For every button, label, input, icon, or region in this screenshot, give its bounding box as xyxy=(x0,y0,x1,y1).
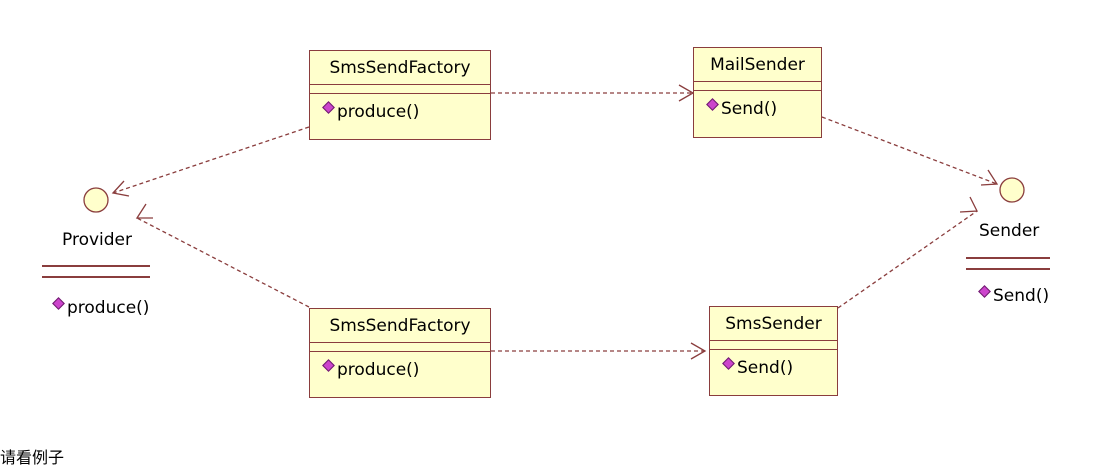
operation-label: Send() xyxy=(721,99,778,119)
provider-interface-circle xyxy=(83,187,109,213)
class-name: SmsSendFactory xyxy=(310,51,490,85)
arrowhead-provider-top xyxy=(111,180,130,197)
sender-operation: Send() xyxy=(978,285,1050,306)
sender-interface-circle xyxy=(999,177,1025,203)
attribute-compartment xyxy=(710,341,837,350)
arrowhead-provider-bottom xyxy=(135,203,153,219)
sender-interface-name[interactable]: Sender xyxy=(979,221,1040,241)
arrowhead-sender-top xyxy=(980,169,999,186)
provider-operation: produce() xyxy=(52,297,150,318)
operation-icon xyxy=(706,98,719,111)
attribute-compartment xyxy=(310,343,490,352)
operation-label: produce() xyxy=(67,298,150,318)
provider-interface-name[interactable]: Provider xyxy=(62,230,132,250)
sender-divider-top xyxy=(966,257,1050,259)
class-name: MailSender xyxy=(694,48,821,82)
arrowhead-smssender xyxy=(690,342,707,360)
realization-smssender-to-sender xyxy=(837,210,978,309)
class-box-sms-factory[interactable]: SmsSendFactory produce() xyxy=(309,308,491,398)
class-name: SmsSender xyxy=(710,307,837,341)
realization-mailfactory-to-provider xyxy=(112,126,310,194)
realization-mailsender-to-sender xyxy=(821,116,998,185)
provider-divider-top xyxy=(42,265,150,267)
operation-label: produce() xyxy=(337,360,420,380)
operation-label: Send() xyxy=(993,286,1050,306)
operation-compartment: Send() xyxy=(710,350,837,378)
operation-label: Send() xyxy=(737,358,794,378)
operation-icon xyxy=(322,359,335,372)
provider-divider-bottom xyxy=(42,276,150,278)
operation-icon xyxy=(722,357,735,370)
realization-smsfactory-to-provider xyxy=(136,217,310,308)
attribute-compartment xyxy=(694,82,821,91)
operation-icon xyxy=(322,101,335,114)
operation-compartment: Send() xyxy=(694,91,821,119)
footer-text: 请看例子 xyxy=(0,448,65,467)
sender-divider-bottom xyxy=(966,268,1050,270)
operation-label: produce() xyxy=(337,102,420,122)
operation-compartment: produce() xyxy=(310,352,490,380)
operation-icon xyxy=(978,285,991,298)
class-name: SmsSendFactory xyxy=(310,309,490,343)
attribute-compartment xyxy=(310,85,490,94)
class-box-sms-sender[interactable]: SmsSender Send() xyxy=(709,306,838,396)
class-box-mail-factory[interactable]: SmsSendFactory produce() xyxy=(309,50,491,140)
operation-icon xyxy=(52,297,65,310)
operation-compartment: produce() xyxy=(310,94,490,122)
class-box-mail-sender[interactable]: MailSender Send() xyxy=(693,47,822,138)
arrowhead-sender-bottom xyxy=(959,196,979,213)
